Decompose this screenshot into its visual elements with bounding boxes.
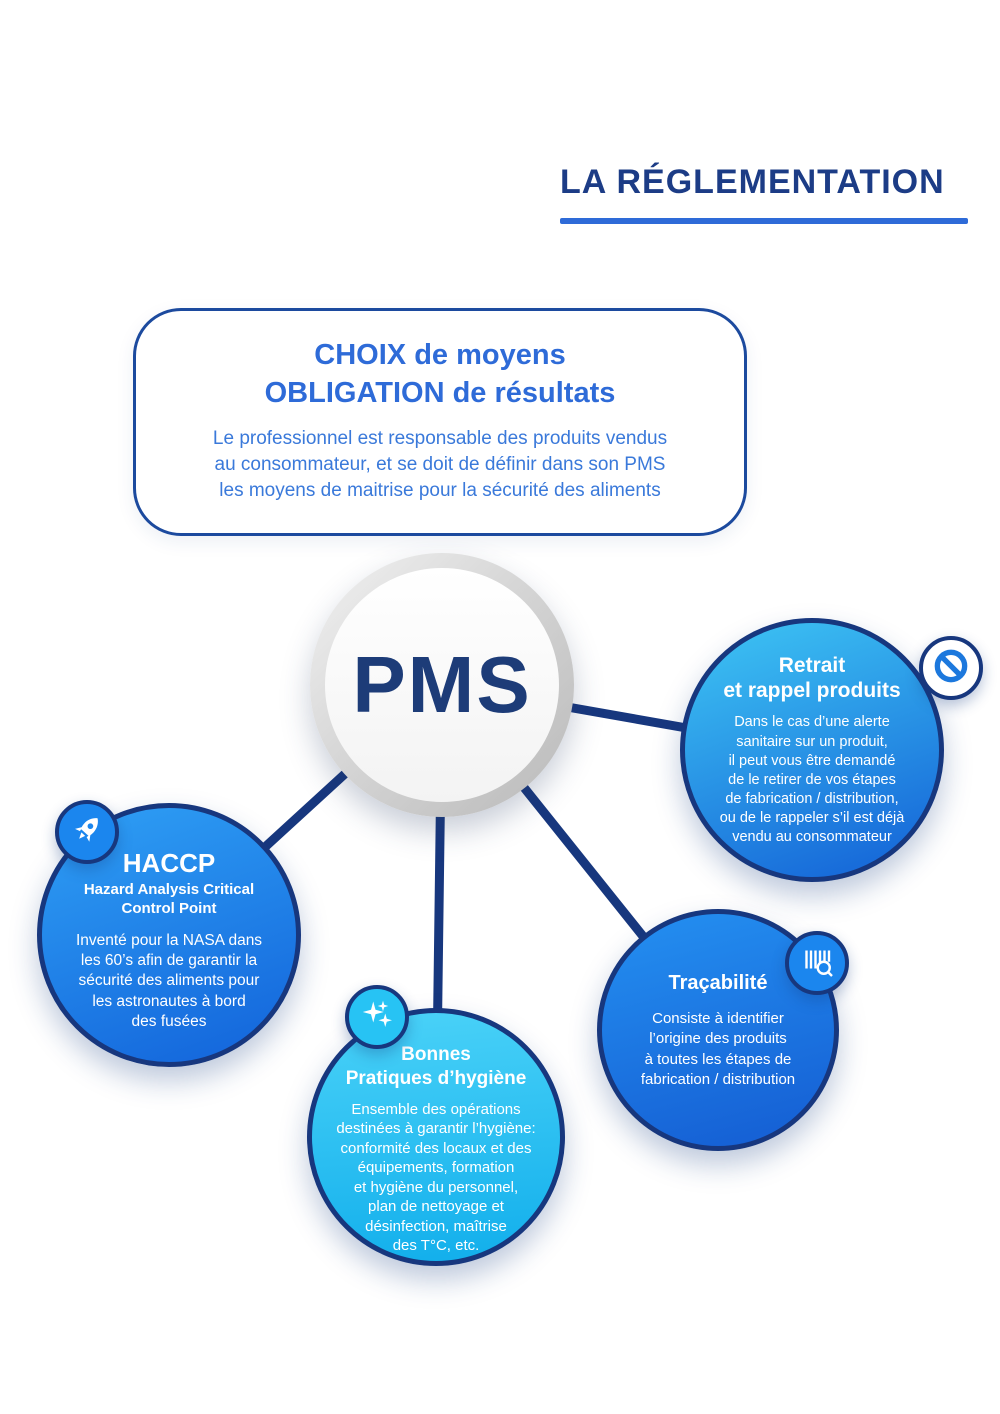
pms-label: PMS [352, 640, 532, 729]
intro-body: Le professionnel est responsable des pro… [212, 428, 668, 501]
pms-center-node: PMS [310, 553, 574, 817]
sparkles-badge [345, 985, 409, 1049]
haccp-body: Inventé pour la NASA dans les 60’s afin … [75, 931, 263, 1031]
node-retrait-rappel: Retrait et rappel produits Dans le cas d… [680, 618, 983, 882]
intro-title-line1: CHOIX de moyens [314, 339, 566, 371]
rocket-badge [55, 800, 119, 864]
node-bonnes-pratiques: Bonnes Pratiques d’hygiène Ensemble des … [307, 985, 565, 1266]
no-entry-badge [919, 636, 983, 700]
sparkles-icon [359, 997, 395, 1038]
barcode-scan-icon [799, 943, 835, 984]
bonnes-title: Bonnes Pratiques d’hygiène [345, 1044, 527, 1089]
intro-title-line2: OBLIGATION de résultats [264, 376, 616, 409]
retrait-body: Dans le cas d’une alerte sanitaire sur u… [719, 714, 905, 846]
rocket-icon [69, 812, 105, 853]
tracabilite-title: Traçabilité [668, 972, 768, 994]
haccp-title: HACCP [122, 848, 216, 878]
pms-inner-circle: PMS [325, 568, 559, 802]
tracabilite-body: Consiste à identifier l’origine des prod… [640, 1010, 796, 1088]
retrait-title: Retrait et rappel produits [723, 654, 901, 703]
header: LA RÉGLEMENTATION [560, 163, 968, 224]
node-tracabilite: Traçabilité Consiste à identifier l’orig… [597, 909, 849, 1151]
no-entry-icon [931, 646, 971, 691]
barcode-badge [785, 931, 849, 995]
bonnes-body: Ensemble des opérations destinées à gara… [336, 1100, 536, 1255]
node-haccp: HACCP Hazard Analysis Critical Control P… [37, 800, 301, 1067]
haccp-subtitle: Hazard Analysis Critical Control Point [83, 881, 255, 917]
page-title: LA RÉGLEMENTATION [560, 163, 945, 201]
title-underline [560, 218, 968, 224]
